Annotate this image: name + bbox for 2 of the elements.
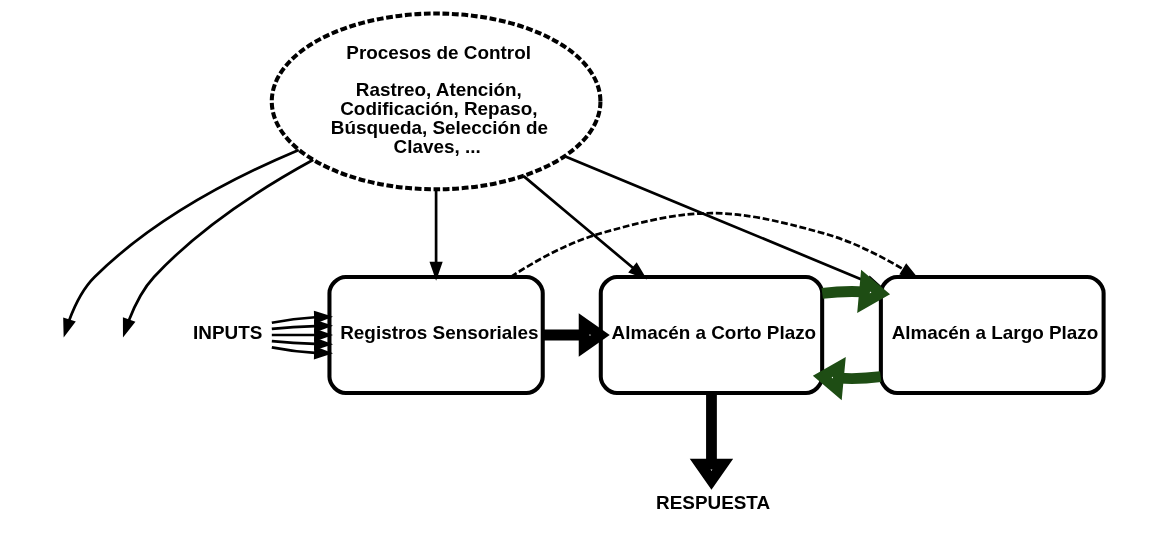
node-text: RESPUESTA [656, 491, 771, 513]
node-text: INPUTS [193, 321, 263, 343]
